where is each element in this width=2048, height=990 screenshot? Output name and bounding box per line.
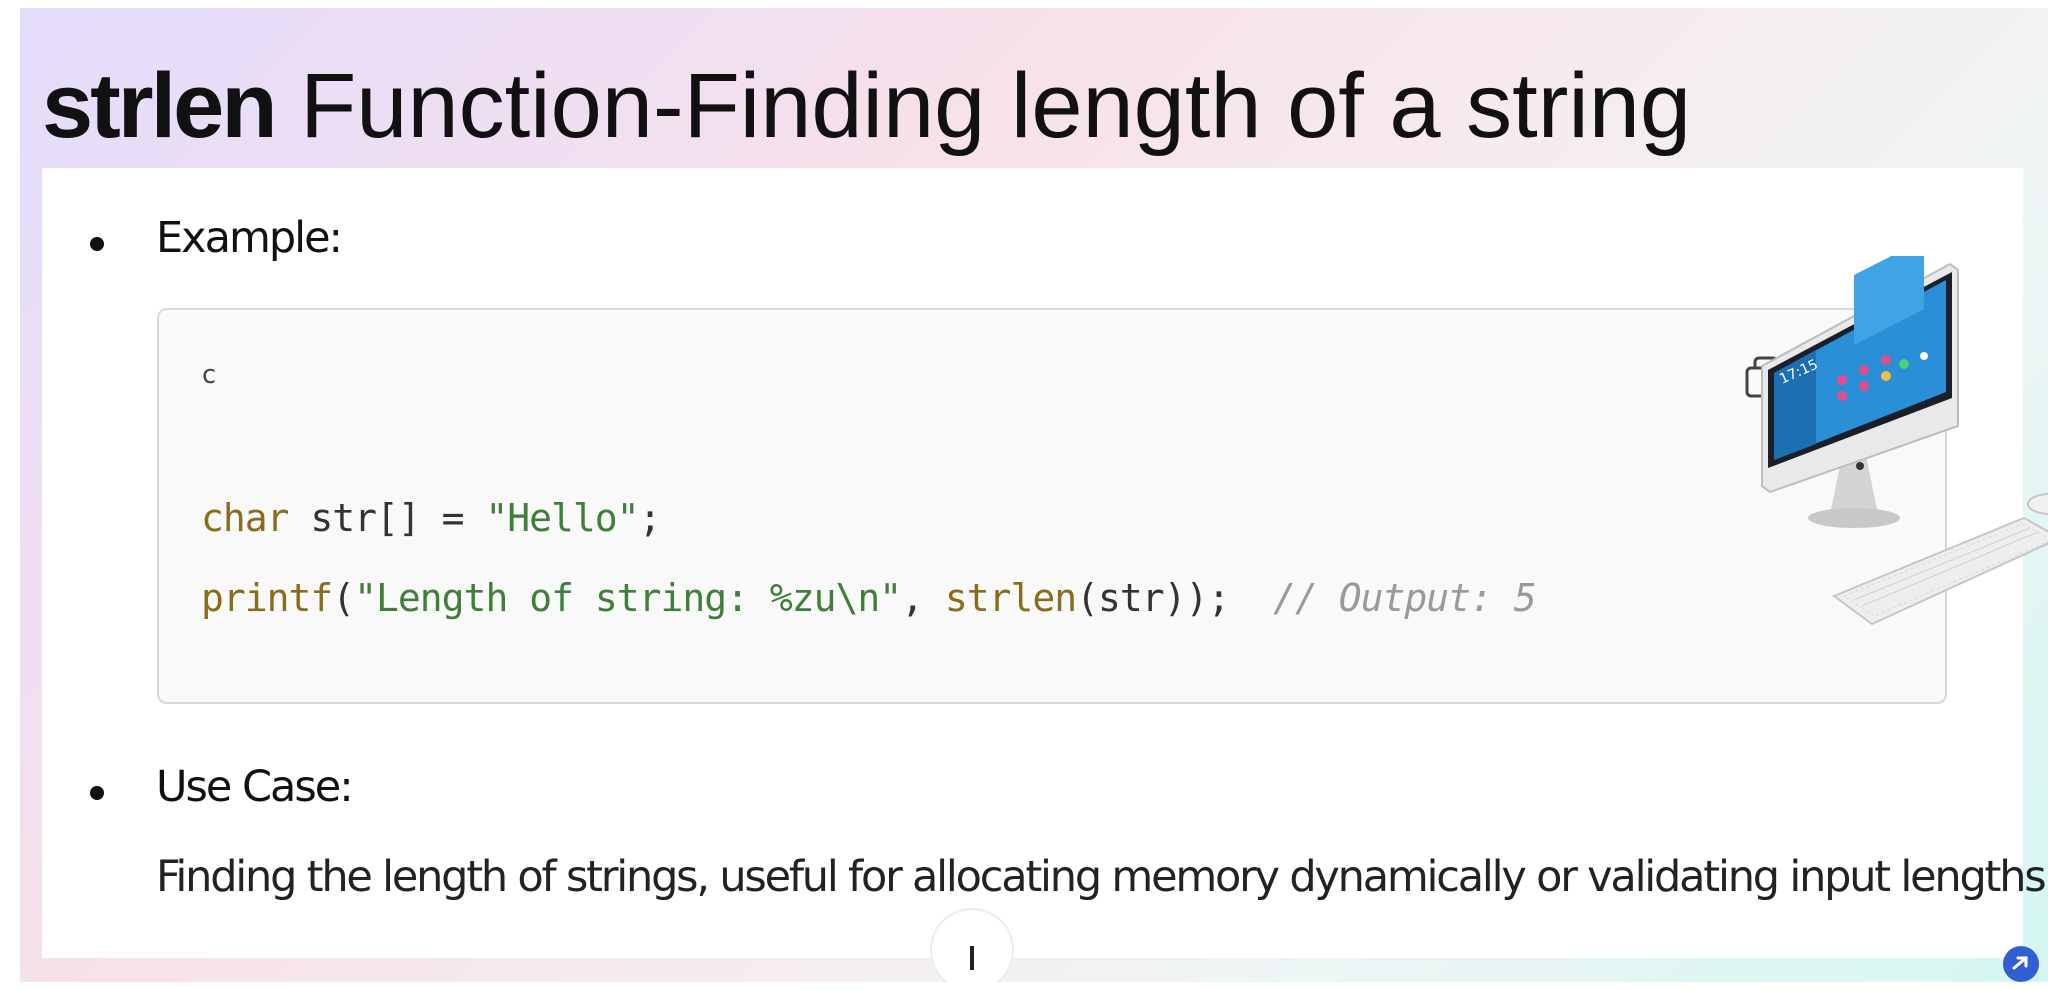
example-heading: Example: [156, 213, 343, 263]
code-text: ; [638, 496, 662, 540]
content-panel: Example: c char str[] = "Hello"; printf(… [42, 168, 2048, 982]
title-function-name: strlen [42, 55, 278, 157]
title-text: Function-Finding length of a string [274, 55, 1692, 157]
bullet-use-case [90, 786, 104, 800]
slide: strlen Function-Finding length of a stri… [20, 8, 2048, 982]
next-slide-button[interactable] [2001, 944, 2041, 982]
code-function: printf [201, 576, 333, 620]
code-function: strlen [944, 576, 1077, 620]
code-text: ( [332, 576, 355, 620]
code-comment: // Output: 5 [1273, 576, 1537, 620]
code-text: str[] = [288, 496, 486, 540]
code-block: c char str[] = "Hello"; printf("Length o… [157, 308, 1947, 704]
desktop-computer-illustration: 17:15 [1761, 256, 2048, 626]
code-language-label: c [201, 360, 217, 390]
next-arrow-icon [2003, 946, 2039, 982]
code-text: , [901, 576, 945, 620]
code-line-1: char str[] = "Hello"; [201, 496, 662, 540]
use-case-heading: Use Case: [156, 762, 354, 812]
scroll-handle[interactable] [930, 908, 1014, 982]
slide-title: strlen Function-Finding length of a stri… [42, 60, 1691, 152]
code-keyword: char [201, 496, 290, 540]
bullet-example [90, 237, 104, 251]
code-string: "Hello" [485, 496, 639, 540]
code-string: "Length of string: %zu\n" [354, 576, 902, 620]
use-case-description: Finding the length of strings, useful fo… [156, 852, 2048, 902]
code-text: (str)); [1076, 576, 1274, 620]
scroll-handle-bar [970, 946, 974, 970]
code-line-2: printf("Length of string: %zu\n", strlen… [201, 576, 1537, 620]
